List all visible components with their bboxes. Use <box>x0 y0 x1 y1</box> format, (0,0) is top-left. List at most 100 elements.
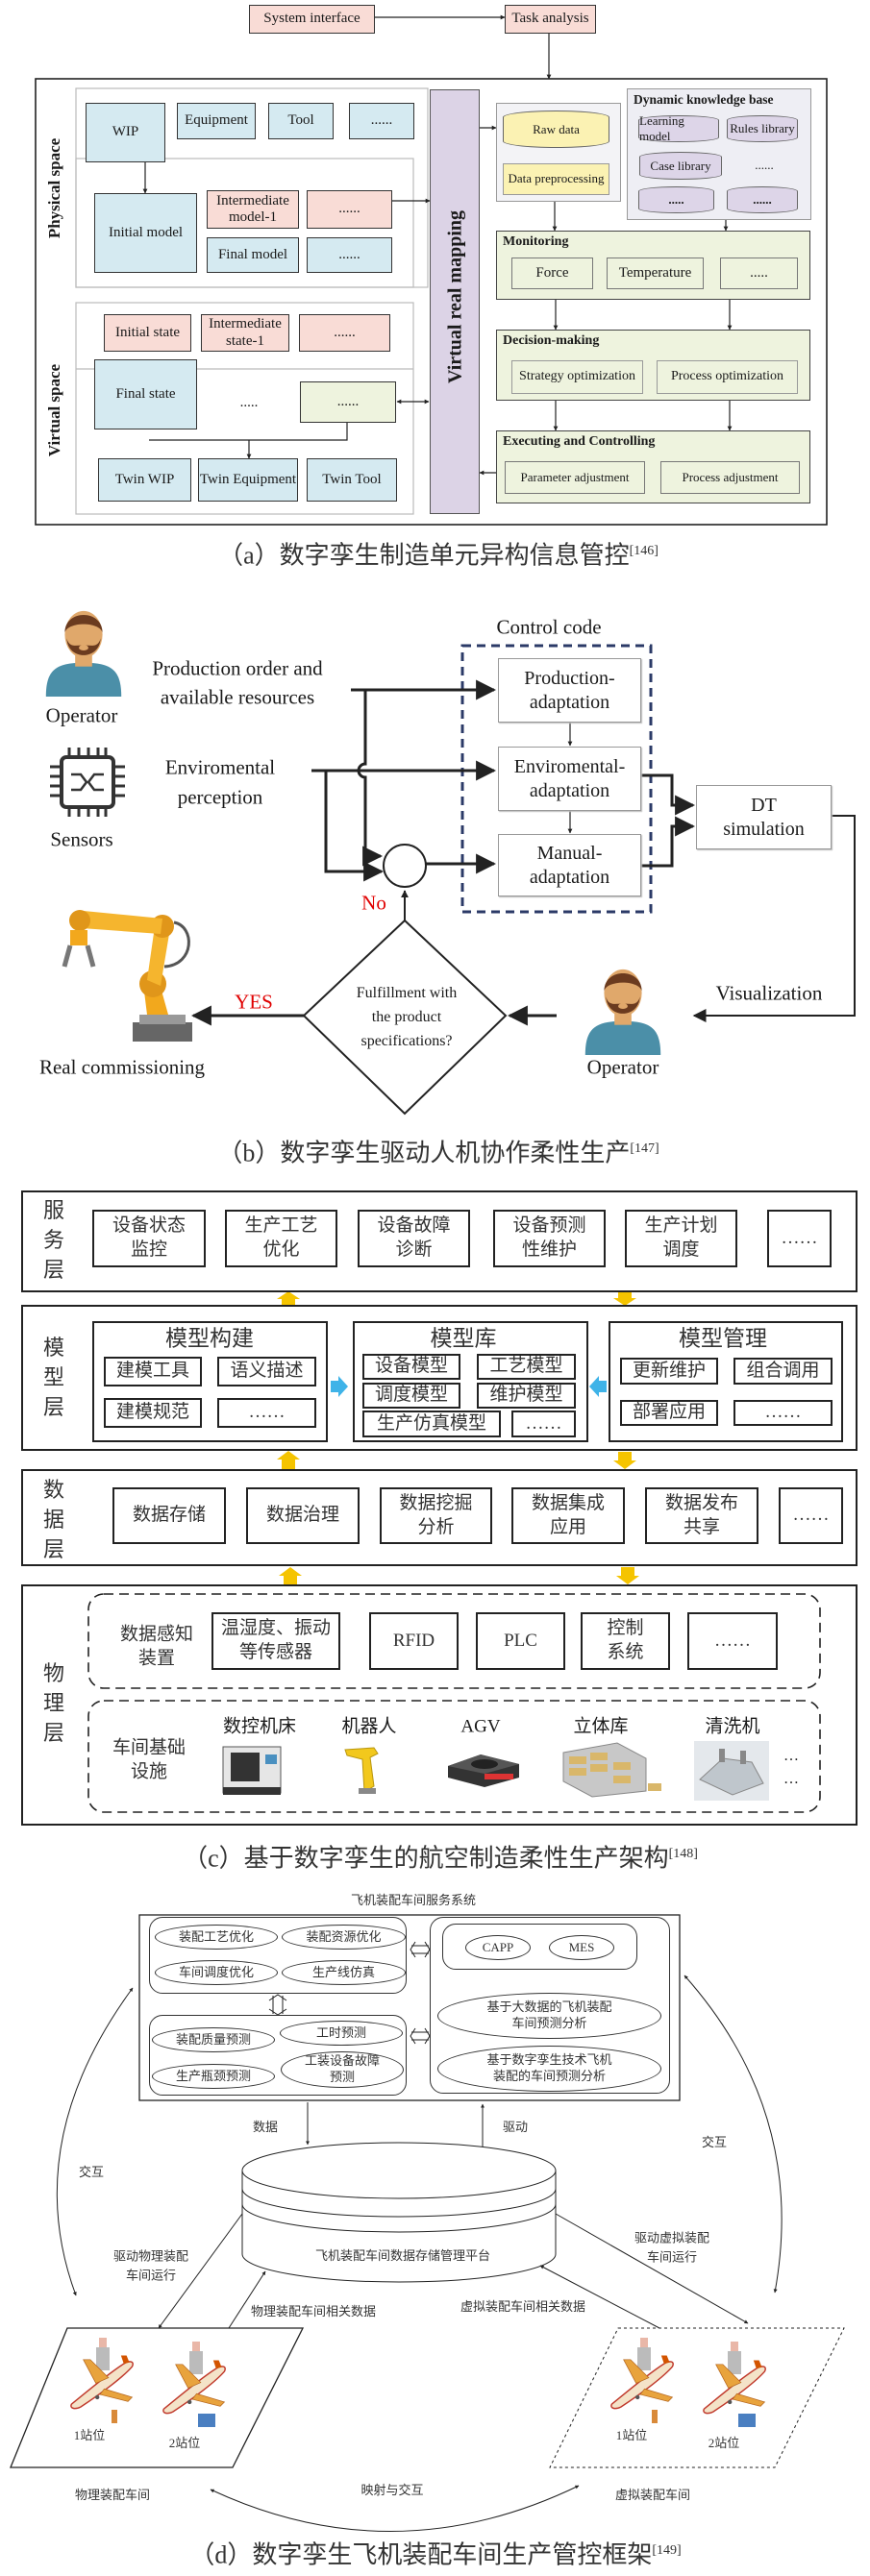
warehouse-label: 立体库 <box>573 1716 629 1737</box>
twin-equipment-box: Twin Equipment <box>198 458 298 502</box>
capp-item: CAPP <box>465 1935 531 1960</box>
knowledge-base-title: Dynamic knowledge base <box>634 92 774 107</box>
caption-b-ref: [147] <box>630 1141 659 1156</box>
model-build-item: 语义描述 <box>217 1357 316 1386</box>
caption-d-text: （d）数字孪生飞机装配车间生产管控框架 <box>189 2540 653 2569</box>
service-item: 设备预测性维护 <box>493 1210 606 1267</box>
rules-library-cylinder: Rules library <box>727 115 798 142</box>
operator-icon <box>45 610 122 698</box>
monitoring-more-box: ..... <box>720 258 798 289</box>
final-state-box: Final state <box>94 359 197 429</box>
environmental-perception-line-2: perception <box>177 785 263 809</box>
model-library-title: 模型库 <box>430 1326 497 1351</box>
data-item: 数据存储 <box>112 1487 226 1544</box>
model-library-item: 调度模型 <box>362 1383 460 1409</box>
virtual-station-2-label: 2站位 <box>708 2435 740 2450</box>
more-infrastructure-text: … <box>783 1748 799 1765</box>
dt-simulation-line-2: simulation <box>723 818 805 840</box>
digital-twin-analysis-item: 基于数字孪生技术飞机装配的车间预测分析 <box>437 2046 661 2092</box>
production-adaptation-box: Production-adaptation <box>498 658 641 723</box>
sensing-item: …… <box>687 1612 778 1670</box>
caption-a: （a）数字孪生制造单元异构信息管控[146] <box>218 536 659 572</box>
initial-model-box: Initial model <box>94 193 197 273</box>
service-item: 设备故障诊断 <box>358 1210 470 1267</box>
control-code-label: Control code <box>496 615 602 639</box>
physical-workshop-label: 物理装配车间 <box>74 2487 151 2502</box>
up-arrow-icon <box>277 1451 300 1469</box>
caption-c-text: （c）基于数字孪生的航空制造柔性生产架构 <box>183 1844 669 1873</box>
right-arrow-icon <box>331 1376 348 1397</box>
analysis-group <box>430 1917 670 2094</box>
environmental-adaptation-line-2: adaptation <box>529 779 610 801</box>
caption-d-ref: [149] <box>652 2542 682 2558</box>
big-data-analysis-item: 基于大数据的飞机装配车间预测分析 <box>437 1993 661 2039</box>
model-management-item: 部署应用 <box>620 1400 718 1426</box>
yes-label: YES <box>235 990 273 1014</box>
data-item: 数据发布共享 <box>645 1487 758 1544</box>
prediction-item: 工装设备故障预测 <box>281 2051 404 2088</box>
figure-d-workstations <box>70 2338 767 2427</box>
service-layer-label: 服务层 <box>42 1198 64 1282</box>
sensor-chip-icon <box>50 748 125 817</box>
process-adjustment-box: Process adjustment <box>660 461 800 494</box>
up-arrow-icon <box>277 1291 300 1305</box>
decision-line-2: the product <box>371 1008 442 1025</box>
sensing-devices-label: 数据感知装置 <box>119 1624 194 1668</box>
operator-bottom-icon <box>584 969 661 1056</box>
service-system-title: 飞机装配车间服务系统 <box>350 1892 477 1907</box>
model-build-item: 建模规范 <box>104 1398 202 1428</box>
virtual-real-mapping-label: Virtual real mapping <box>444 209 466 384</box>
production-order-line-2: available resources <box>160 685 315 709</box>
task-analysis-box: Task analysis <box>505 5 596 34</box>
caption-d: （d）数字孪生飞机装配车间生产管控框架[149] <box>189 2536 681 2571</box>
environmental-adaptation-box: Enviromental-adaptation <box>498 747 641 811</box>
physical-space-label: Physical space <box>45 137 63 239</box>
manual-adaptation-line-1: Manual- <box>536 842 603 864</box>
mes-item: MES <box>549 1935 614 1960</box>
physical-station-1-label: 1站位 <box>73 2427 106 2442</box>
agv-label: AGV <box>460 1716 501 1737</box>
washer-label: 清洗机 <box>705 1716 760 1737</box>
systems-group <box>442 1924 637 1970</box>
model-management-item: 组合调用 <box>733 1358 833 1385</box>
optimization-item: 装配工艺优化 <box>155 1925 278 1950</box>
decision-line-1: Fulfillment with <box>356 984 458 1001</box>
decision-making-title: Decision-making <box>503 333 600 348</box>
strategy-optimization-box: Strategy optimization <box>511 360 643 394</box>
sensors-label: Sensors <box>50 827 113 851</box>
caption-a-text: （a）数字孪生制造单元异构信息管控 <box>218 541 630 570</box>
production-adaptation-line-2: adaptation <box>529 691 610 713</box>
model-layer-label: 模型层 <box>42 1336 64 1419</box>
prediction-group <box>149 2015 407 2096</box>
equipment-box: Equipment <box>177 103 256 139</box>
temperature-box: Temperature <box>607 258 704 289</box>
data-item: …… <box>779 1487 843 1544</box>
figure-c-model-arrows <box>331 1376 607 1397</box>
robot-image <box>344 1747 379 1794</box>
knowledge-more-text: ...... <box>755 157 774 172</box>
wip-box: WIP <box>86 103 165 162</box>
virtual-dots-text: ..... <box>239 394 259 410</box>
physical-station-2-label: 2站位 <box>168 2435 201 2450</box>
operator-label: Operator <box>45 703 118 727</box>
production-order-line-1: Production order and <box>152 656 323 680</box>
system-interface-box: System interface <box>249 5 375 34</box>
intermediate-state-box: Intermediate state-1 <box>201 314 289 352</box>
tool-box: Tool <box>268 103 334 139</box>
data-layer <box>21 1469 858 1566</box>
model-management-item: …… <box>733 1400 833 1426</box>
drive-physical-label: 驱动物理装配车间运行 <box>112 2248 189 2283</box>
interaction-right-label: 交互 <box>701 2134 728 2149</box>
service-item: 生产计划调度 <box>625 1210 737 1267</box>
robot-label: 机器人 <box>341 1716 397 1737</box>
service-item: 设备状态监控 <box>92 1210 206 1267</box>
initial-state-box: Initial state <box>104 314 191 352</box>
optimization-item: 车间调度优化 <box>155 1960 278 1985</box>
caption-b: （b）数字孪生驱动人机协作柔性生产[147] <box>217 1134 659 1169</box>
figure-d-connectors <box>10 1914 845 2532</box>
infrastructure-label: 车间基础设施 <box>112 1737 186 1781</box>
platform-label: 飞机装配车间数据存储管理平台 <box>314 2247 491 2263</box>
